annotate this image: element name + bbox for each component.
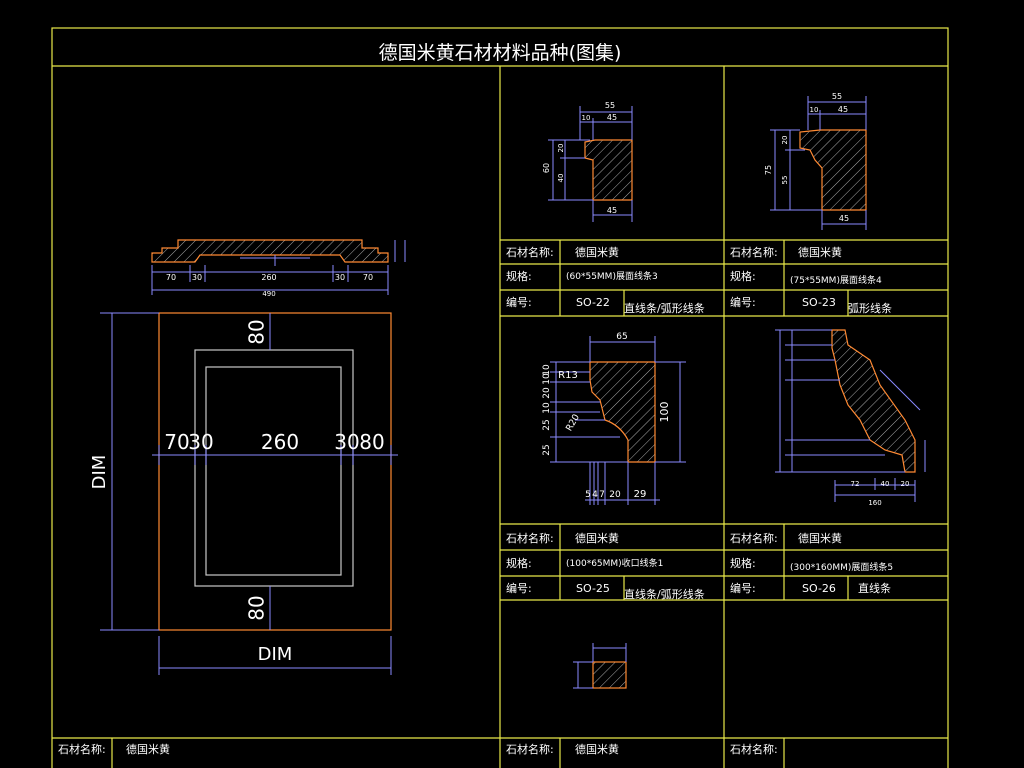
- card4-spec-label: 规格:: [730, 557, 756, 570]
- card4-code-value: SO-26: [802, 582, 836, 595]
- p25-b2: 4: [592, 490, 598, 500]
- profile-so-26: 160 72 40 20: [775, 329, 926, 507]
- bottom-mid-material-label: 石材名称:: [506, 743, 554, 756]
- p22-w-a: 10: [582, 114, 591, 122]
- card4-code-label: 编号:: [730, 582, 756, 595]
- panel-frame-outer: [194, 349, 354, 587]
- p25-b3: 7: [599, 490, 605, 500]
- p23-w-a: 10: [810, 106, 819, 114]
- p25-b5: 29: [634, 489, 647, 500]
- card3-material-value: 德国米黄: [575, 532, 619, 545]
- sec-dim-total: 490: [262, 290, 275, 298]
- p22-w-bottom: 45: [607, 206, 617, 215]
- p25-w-top: 65: [616, 332, 627, 342]
- card4-spec-value: (300*160MM)展面线条5: [790, 563, 894, 573]
- p23-w-bottom: 45: [839, 214, 849, 223]
- card3-code-label: 编号:: [506, 582, 532, 595]
- card2-spec-value: (75*55MM)展面线条4: [790, 276, 882, 286]
- card1-code-value: SO-22: [576, 296, 610, 309]
- card3-material-label: 石材名称:: [506, 532, 554, 545]
- panel-frame-inner: [205, 366, 342, 576]
- dim-right-30: 30: [334, 430, 359, 454]
- profile-so-25: 65 100 R13 R20 10 10 20 10 25 25 5 4 7 2…: [542, 332, 686, 505]
- p25-r2: R20: [565, 413, 583, 434]
- p25-v3: 20: [542, 387, 552, 399]
- p25-v4: 10: [542, 402, 552, 414]
- bottom-left-material-value: 德国米黄: [126, 743, 170, 756]
- dim-center-260: 260: [261, 430, 299, 454]
- p23-h-a: 20: [781, 136, 789, 145]
- card3-spec-label: 规格:: [506, 557, 532, 570]
- p25-b1: 5: [585, 490, 591, 500]
- dim-height: DIM: [89, 455, 110, 490]
- p26-b2: 40: [881, 480, 890, 488]
- sec-dim-70-right: 70: [363, 273, 373, 282]
- main-panel-drawing: 70 30 260 30 70 490: [89, 239, 406, 675]
- p25-v2: 10: [542, 373, 552, 385]
- card3-code-value: SO-25: [576, 582, 610, 595]
- dim-bottom-80: 80: [245, 595, 269, 620]
- panel-section-profile: 70 30 260 30 70 490: [151, 239, 406, 298]
- p22-w-b: 45: [607, 113, 617, 122]
- p23-h-total: 75: [764, 165, 773, 175]
- sec-dim-260: 260: [261, 273, 276, 282]
- dim-top-80: 80: [245, 319, 269, 344]
- p26-bottom: 160: [868, 499, 881, 507]
- p25-v6: 25: [542, 444, 552, 455]
- p23-w-b: 45: [838, 105, 848, 114]
- dim-left-30: 30: [188, 430, 213, 454]
- dim-width: DIM: [258, 644, 293, 665]
- card2-type-value: 弧形线条: [848, 302, 892, 315]
- sheet-frame: [51, 27, 949, 768]
- card1-code-label: 编号:: [506, 296, 532, 309]
- p25-b4: 20: [609, 490, 621, 500]
- card2-spec-label: 规格:: [730, 270, 756, 283]
- card1-material-value: 德国米黄: [575, 246, 619, 259]
- profile-so-22: 55 10 45 60 20 40 45: [542, 101, 633, 222]
- p25-v5: 25: [542, 419, 552, 430]
- card3-type-value: 直线条/弧形线条: [624, 588, 705, 601]
- dim-left-70: 70: [164, 430, 189, 454]
- bottom-left-material-label: 石材名称:: [58, 743, 106, 756]
- panel-outer-edge: [158, 312, 392, 631]
- p26-b3: 20: [901, 480, 910, 488]
- card1-type-value: 直线条/弧形线条: [624, 302, 705, 315]
- card1-spec-label: 规格:: [506, 270, 532, 283]
- profile-small-square: [573, 643, 627, 689]
- card1-material-label: 石材名称:: [506, 246, 554, 259]
- p26-b1: 72: [851, 480, 860, 488]
- sheet-title: 德国米黄石材材料品种(图集): [378, 42, 622, 64]
- p22-w-top: 55: [605, 101, 615, 110]
- card2-material-value: 德国米黄: [798, 246, 842, 259]
- card4-type-value: 直线条: [858, 582, 891, 595]
- p25-v1: 10: [542, 364, 552, 376]
- p25-r1: R13: [558, 370, 578, 381]
- sec-dim-30-right: 30: [335, 273, 345, 282]
- p22-h-a: 20: [557, 144, 565, 153]
- p23-w-top: 55: [832, 92, 842, 101]
- sec-dim-70-left: 70: [166, 273, 176, 282]
- card3-spec-value: (100*65MM)收口线条1: [566, 559, 664, 569]
- dim-right-80: 80: [359, 430, 384, 454]
- bottom-mid-material-value: 德国米黄: [575, 743, 619, 756]
- p25-h-total: 100: [658, 402, 671, 423]
- profile-so-23: 55 10 45 75 20 55 45: [764, 92, 867, 230]
- p23-h-b: 55: [781, 176, 789, 185]
- card2-code-label: 编号:: [730, 296, 756, 309]
- p22-h-b: 40: [557, 174, 565, 183]
- card2-code-value: SO-23: [802, 296, 836, 309]
- card4-material-value: 德国米黄: [798, 532, 842, 545]
- bottom-right-material-label: 石材名称:: [730, 743, 778, 756]
- card1-spec-value: (60*55MM)展面线条3: [566, 272, 658, 282]
- card4-material-label: 石材名称:: [730, 532, 778, 545]
- card2-material-label: 石材名称:: [730, 246, 778, 259]
- p22-h-total: 60: [542, 163, 551, 173]
- sec-dim-30-left: 30: [192, 273, 202, 282]
